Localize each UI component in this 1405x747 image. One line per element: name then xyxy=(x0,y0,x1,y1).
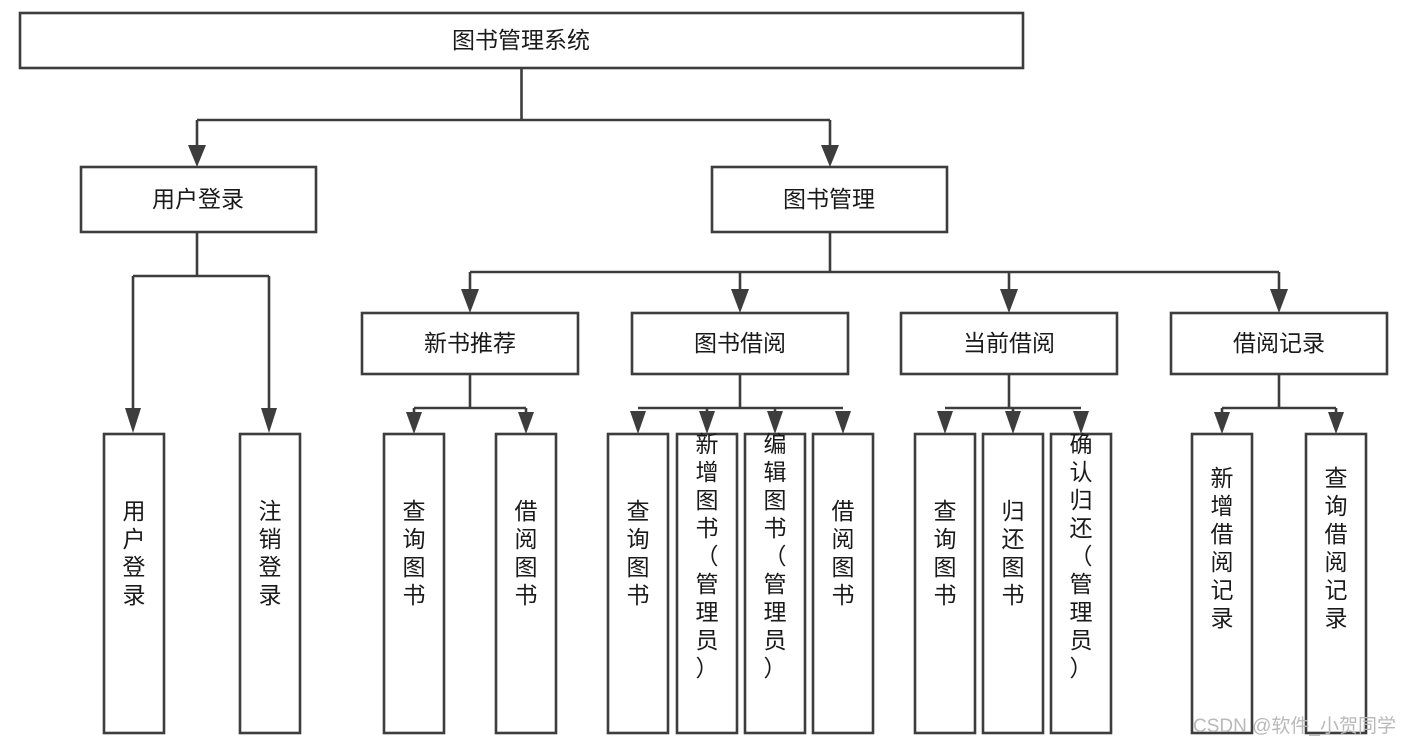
node-leaf-add-book-label: 新增图书（管理员） xyxy=(696,431,719,681)
node-leaf-edit-book-label: 编辑图书（管理员） xyxy=(764,431,787,681)
node-new-book-recommend-label: 新书推荐 xyxy=(424,330,516,356)
arrow-leaf-07 xyxy=(767,411,783,434)
node-book-management-label: 图书管理 xyxy=(783,186,875,212)
connector-group-current-borrow xyxy=(937,374,1089,434)
node-leaf-query-book-b[interactable]: 查询图书 xyxy=(606,432,670,735)
connector-group-user-login xyxy=(125,232,277,433)
node-leaf-user-login-box[interactable] xyxy=(102,432,166,735)
node-root-label: 图书管理系统 xyxy=(452,27,590,53)
arrow-book-borrow xyxy=(731,289,749,313)
node-leaf-query-book-a[interactable]: 查询图书 xyxy=(382,432,446,735)
node-leaf-return-book[interactable]: 归还图书 xyxy=(981,432,1045,735)
node-leaf-borrow-book-b-label: 借阅图书 xyxy=(832,498,855,608)
arrow-leaf-05 xyxy=(630,411,646,434)
node-leaf-borrow-book-a-label: 借阅图书 xyxy=(515,498,538,608)
node-leaf-confirm-return[interactable]: 确认归还（管理员） xyxy=(1049,431,1113,735)
node-leaf-query-borrow-record[interactable]: 查询借阅记录 xyxy=(1304,432,1368,735)
arrow-leaf-08 xyxy=(835,411,851,434)
node-leaf-query-book-c[interactable]: 查询图书 xyxy=(913,432,977,735)
arrow-leaf-09 xyxy=(937,411,953,434)
node-user-login-box[interactable] xyxy=(79,165,318,234)
arrow-leaf-06 xyxy=(699,411,715,434)
node-book-borrow[interactable]: 图书借阅 xyxy=(630,311,850,376)
node-leaf-query-book-c-label: 查询图书 xyxy=(934,498,957,608)
node-leaf-query-borrow-record-box[interactable] xyxy=(1304,432,1368,735)
node-leaf-query-book-c-box[interactable] xyxy=(913,432,977,735)
arrow-current-borrow xyxy=(1000,289,1018,313)
node-leaf-edit-book-box[interactable] xyxy=(743,432,807,735)
node-borrow-record-box[interactable] xyxy=(1169,311,1389,376)
node-borrow-record-label: 借阅记录 xyxy=(1233,330,1325,356)
connector-group-root xyxy=(188,68,839,167)
arrow-borrow-record xyxy=(1270,289,1288,313)
node-leaf-logout-box[interactable] xyxy=(238,432,302,735)
arrow-leaf-10 xyxy=(1005,411,1021,434)
node-new-book-recommend-box[interactable] xyxy=(360,311,580,376)
connector-group-book-mgmt xyxy=(461,232,1288,313)
node-book-management-box[interactable] xyxy=(710,165,949,234)
node-current-borrow[interactable]: 当前借阅 xyxy=(899,311,1119,376)
arrow-leaf-04 xyxy=(518,412,534,434)
node-root[interactable]: 图书管理系统 xyxy=(18,11,1025,70)
arrow-leaf-11 xyxy=(1073,411,1089,434)
node-leaf-add-borrow-record-box[interactable] xyxy=(1190,432,1254,735)
node-leaf-query-book-a-label: 查询图书 xyxy=(403,498,426,608)
node-leaf-return-book-label: 归还图书 xyxy=(1002,498,1025,608)
node-leaf-add-book[interactable]: 新增图书（管理员） xyxy=(675,431,739,735)
node-leaf-edit-book[interactable]: 编辑图书（管理员） xyxy=(743,431,807,735)
node-book-borrow-label: 图书借阅 xyxy=(694,330,786,356)
node-leaf-query-borrow-record-label: 查询借阅记录 xyxy=(1325,465,1348,631)
node-leaf-query-book-b-box[interactable] xyxy=(606,432,670,735)
connector-group-borrow-record xyxy=(1214,374,1344,434)
arrow-user-login xyxy=(188,145,206,167)
node-leaf-return-book-box[interactable] xyxy=(981,432,1045,735)
arrow-leaf-01 xyxy=(125,408,141,433)
arrow-book-mgmt xyxy=(821,145,839,167)
node-current-borrow-label: 当前借阅 xyxy=(963,330,1055,356)
node-leaf-logout-label: 注销登录 xyxy=(259,498,282,608)
node-leaf-borrow-book-b-box[interactable] xyxy=(811,432,875,735)
arrow-leaf-13 xyxy=(1328,412,1344,434)
node-leaf-query-book-b-label: 查询图书 xyxy=(627,498,650,608)
node-leaf-query-book-a-box[interactable] xyxy=(382,432,446,735)
node-root-box[interactable] xyxy=(18,11,1025,70)
node-new-book-recommend[interactable]: 新书推荐 xyxy=(360,311,580,376)
connector-group-book-borrow xyxy=(630,374,851,434)
node-leaf-add-book-box[interactable] xyxy=(675,432,739,735)
watermark-label: CSDN @软件_小贺同学 xyxy=(1193,715,1396,737)
node-leaf-confirm-return-box[interactable] xyxy=(1049,432,1113,735)
node-book-management[interactable]: 图书管理 xyxy=(710,165,949,234)
connector-group-new-book-rec xyxy=(406,374,534,434)
node-borrow-record[interactable]: 借阅记录 xyxy=(1169,311,1389,376)
node-leaf-user-login-label: 用户登录 xyxy=(123,498,146,608)
node-leaf-user-login[interactable]: 用户登录 xyxy=(102,432,166,735)
arrow-leaf-02 xyxy=(261,408,277,433)
node-leaf-borrow-book-a[interactable]: 借阅图书 xyxy=(494,432,558,735)
node-leaf-logout[interactable]: 注销登录 xyxy=(238,432,302,735)
node-user-login[interactable]: 用户登录 xyxy=(79,165,318,234)
node-leaf-borrow-book-a-box[interactable] xyxy=(494,432,558,735)
node-current-borrow-box[interactable] xyxy=(899,311,1119,376)
node-book-borrow-box[interactable] xyxy=(630,311,850,376)
node-leaf-confirm-return-label: 确认归还（管理员） xyxy=(1070,431,1093,681)
node-user-login-label: 用户登录 xyxy=(152,186,244,212)
node-leaf-borrow-book-b[interactable]: 借阅图书 xyxy=(811,432,875,735)
arrow-leaf-03 xyxy=(406,412,422,434)
node-leaf-add-borrow-record-label: 新增借阅记录 xyxy=(1211,465,1234,631)
node-leaf-add-borrow-record[interactable]: 新增借阅记录 xyxy=(1190,432,1254,735)
arrow-leaf-12 xyxy=(1214,412,1230,434)
arrow-new-book-rec xyxy=(461,289,479,313)
